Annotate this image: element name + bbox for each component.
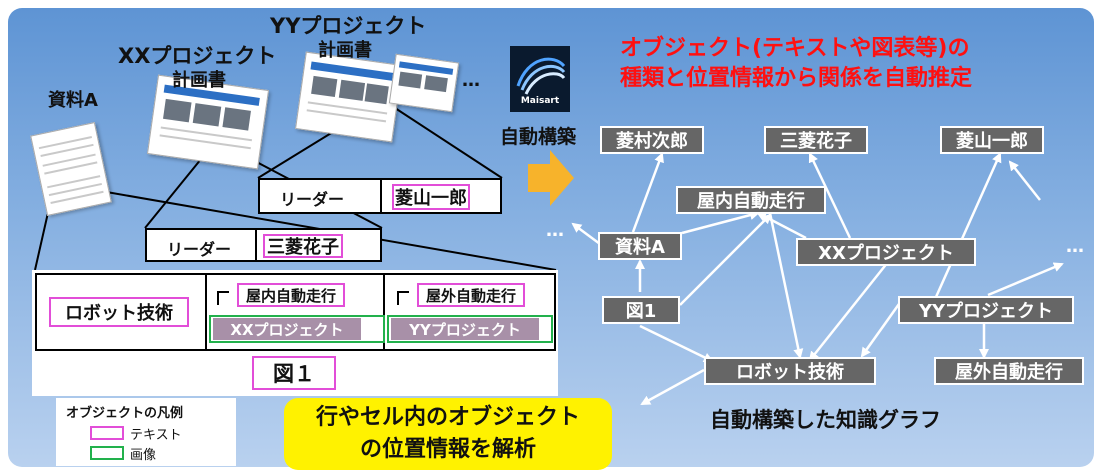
graph-edge-arrow [631, 152, 664, 233]
graph-edge-arrow [808, 261, 889, 362]
node-indoor-driving: 屋内自動走行 [676, 186, 826, 214]
node-document-a: 資料A [598, 232, 682, 260]
leader-key-2: リーダー [167, 240, 232, 259]
graph-edge-arrow [934, 152, 1002, 298]
figure-1-label: 図１ [252, 356, 336, 390]
xx-project-image: XXプロジェクト [213, 318, 361, 340]
outdoor-driving-cell: 屋外自動走行 [417, 283, 525, 307]
graph-edge-arrow [756, 211, 807, 240]
leader-name-2: 三菱花子 [263, 234, 343, 258]
graph-ellipsis-left: … [546, 220, 564, 241]
analysis-callout: 行やセル内のオブジェクト の位置情報を解析 [284, 398, 612, 470]
more-documents-ellipsis: … [462, 70, 480, 91]
graph-ellipsis-right: … [1066, 236, 1084, 257]
graph-edge-arrow [681, 210, 760, 235]
maisart-logo: Maisart [510, 46, 570, 112]
robot-tech-table: ロボット技術 屋内自動走行 XXプロジェクト 屋外自動走行 YYプロジェクト [35, 273, 556, 351]
node-yy-project: YYプロジェクト [898, 296, 1074, 324]
object-legend: オブジェクトの凡例 テキスト 画像 [56, 398, 236, 466]
node-hishimura-jiro: 菱村次郎 [600, 126, 704, 154]
process-arrow-icon [528, 150, 574, 206]
maisart-swirl-icon [516, 57, 566, 95]
leader-key-1: リーダー [280, 190, 345, 209]
graph-edge-arrow [987, 262, 1064, 297]
legend-title: オブジェクトの凡例 [66, 406, 184, 421]
graph-edge-arrow [679, 213, 772, 306]
callout-line-1: 行やセル内のオブジェクト [315, 405, 580, 430]
node-outdoor-driving: 屋外自動走行 [934, 357, 1084, 385]
graph-edge-arrow [639, 324, 714, 363]
legend-image-label: 画像 [130, 448, 157, 463]
node-mitsubishi-hanako: 三菱花子 [764, 126, 868, 154]
node-figure-1: 図1 [602, 296, 680, 324]
graph-edges [571, 152, 1064, 406]
graph-edge-arrow [860, 296, 906, 358]
xx-plan-subtitle: 計画書 [172, 70, 226, 91]
image-outline-1 [209, 315, 385, 343]
indoor-driving-cell: 屋内自動走行 [237, 283, 345, 307]
callout-line-2: の位置情報を解析 [359, 437, 536, 462]
node-hishiyama-ichiro: 菱山一郎 [940, 126, 1044, 154]
image-outline-2 [387, 315, 553, 343]
yy-plan-subtitle: 計画書 [318, 40, 372, 61]
maisart-logo-text: Maisart [520, 96, 560, 106]
leader-row-1: リーダー 菱山一郎 [258, 178, 502, 214]
zoom-connector-line [144, 147, 211, 229]
legend-image-swatch [90, 446, 124, 460]
xx-plan-title: XXプロジェクト [118, 44, 277, 68]
document-a-label: 資料A [48, 90, 98, 111]
headline-line-1: オブジェクト(テキストや図表等)の [620, 36, 970, 61]
robot-tech-cell: ロボット技術 [49, 297, 189, 327]
zoom-connector-line [394, 107, 503, 179]
leader-name-1: 菱山一郎 [392, 184, 470, 210]
yy-project-image: YYプロジェクト [391, 318, 539, 340]
legend-text-swatch [90, 426, 124, 440]
node-xx-project: XXプロジェクト [796, 238, 976, 266]
graph-edge-arrow [1008, 160, 1041, 201]
leader-row-2: リーダー 三菱花子 [145, 228, 382, 262]
auto-build-label: 自動構築 [500, 126, 577, 148]
legend-text-label: テキスト [130, 428, 182, 443]
graph-edge-arrow [808, 152, 852, 239]
graph-edge-arrow [640, 368, 705, 406]
headline-line-2: 種類と位置情報から関係を自動推定 [620, 66, 973, 91]
graph-edge-arrow [768, 212, 804, 359]
yy-plan-title: YYプロジェクト [270, 14, 427, 38]
node-robot-technology: ロボット技術 [704, 357, 876, 385]
graph-caption: 自動構築した知識グラフ [710, 408, 941, 432]
graph-edge-arrow [571, 222, 601, 246]
